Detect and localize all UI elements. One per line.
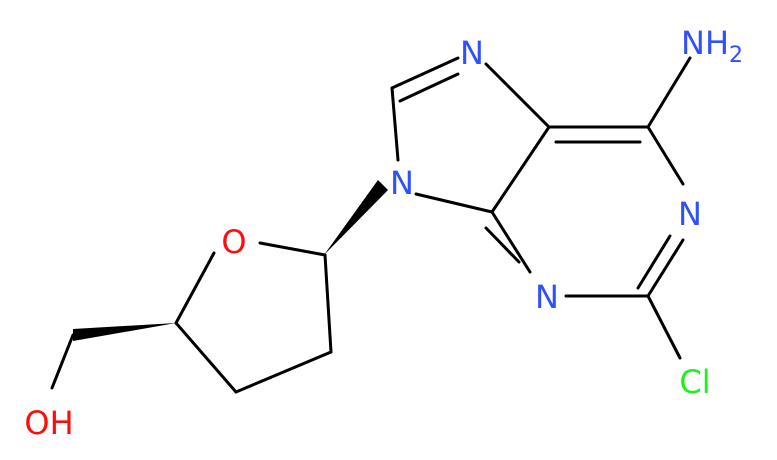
atom-ring-oxygen: O [221, 223, 246, 261]
bond-c3-c2 [234, 350, 333, 394]
atom-n9: N [390, 164, 414, 202]
bond-c2-cl [646, 294, 682, 360]
atom-amine-group: NH2 [681, 24, 743, 68]
bond-n1-c2-double [636, 234, 672, 290]
bond-n9-c4 [414, 192, 494, 214]
bond-c2-c1 [323, 253, 333, 354]
bond-c6-n1 [646, 125, 685, 186]
atom-n3: N [535, 278, 559, 316]
atom-n1: N [678, 195, 702, 233]
amine-h-label: H [705, 24, 729, 62]
bond-c4-c3 [174, 321, 238, 394]
wedge-c1-n9 [324, 180, 388, 255]
bond-c8-n7 [390, 56, 460, 90]
bond-n3-c4 [490, 210, 532, 274]
bond-ch2-oh [50, 333, 75, 390]
bond-c4-c5 [490, 125, 551, 214]
bond-c8-n7-double [398, 72, 460, 103]
bond-n7-c5 [484, 62, 551, 129]
bond-c6-nh2 [646, 56, 692, 129]
amine-n-label: N [681, 24, 705, 62]
bond-c1-o [258, 241, 327, 257]
wedge-c4-ch2 [73, 323, 176, 341]
atom-n7: N [460, 34, 484, 72]
atom-hydroxyl: OH [24, 404, 73, 442]
bonds [50, 56, 692, 394]
amine-subscript: 2 [729, 43, 743, 68]
atom-chlorine: Cl [679, 363, 710, 401]
bond-n1-c2 [646, 238, 685, 298]
bond-n3-c4-double [484, 226, 521, 264]
atom-labels: N N N N O NH2 OH Cl [24, 24, 743, 442]
bond-o-c4 [174, 251, 216, 325]
bond-c8-n9 [390, 86, 400, 162]
